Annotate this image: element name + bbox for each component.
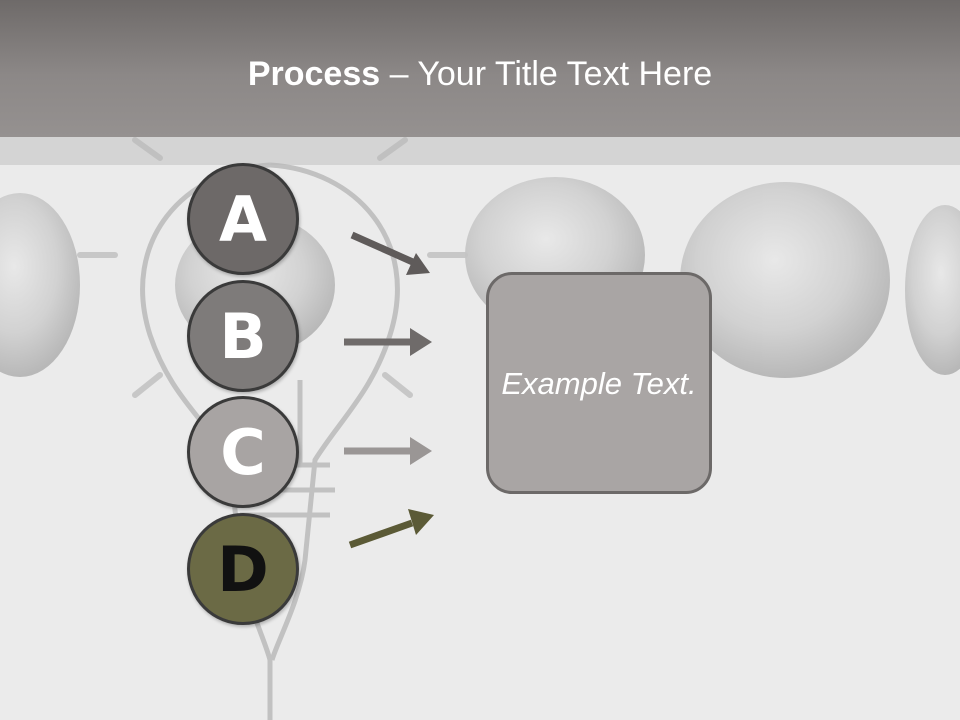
example-text-box: Example Text. bbox=[486, 272, 712, 494]
step-d-circle: D bbox=[187, 513, 299, 625]
step-c-circle: C bbox=[187, 396, 299, 508]
arrow-c bbox=[344, 437, 432, 465]
light-rays bbox=[77, 137, 468, 398]
arrows-group bbox=[344, 231, 434, 549]
title-strip bbox=[0, 137, 960, 165]
slide-title: Process – Your Title Text Here bbox=[0, 52, 960, 96]
title-bold: Process bbox=[247, 55, 381, 93]
arrow-d bbox=[348, 509, 434, 549]
example-text: Example Text. bbox=[501, 365, 697, 401]
arrow-a bbox=[350, 231, 430, 275]
step-a-circle: A bbox=[187, 163, 299, 275]
title-bar bbox=[0, 0, 960, 137]
arrow-b bbox=[344, 328, 432, 356]
title-rest: – Your Title Text Here bbox=[380, 55, 713, 93]
step-b-circle: B bbox=[187, 280, 299, 392]
